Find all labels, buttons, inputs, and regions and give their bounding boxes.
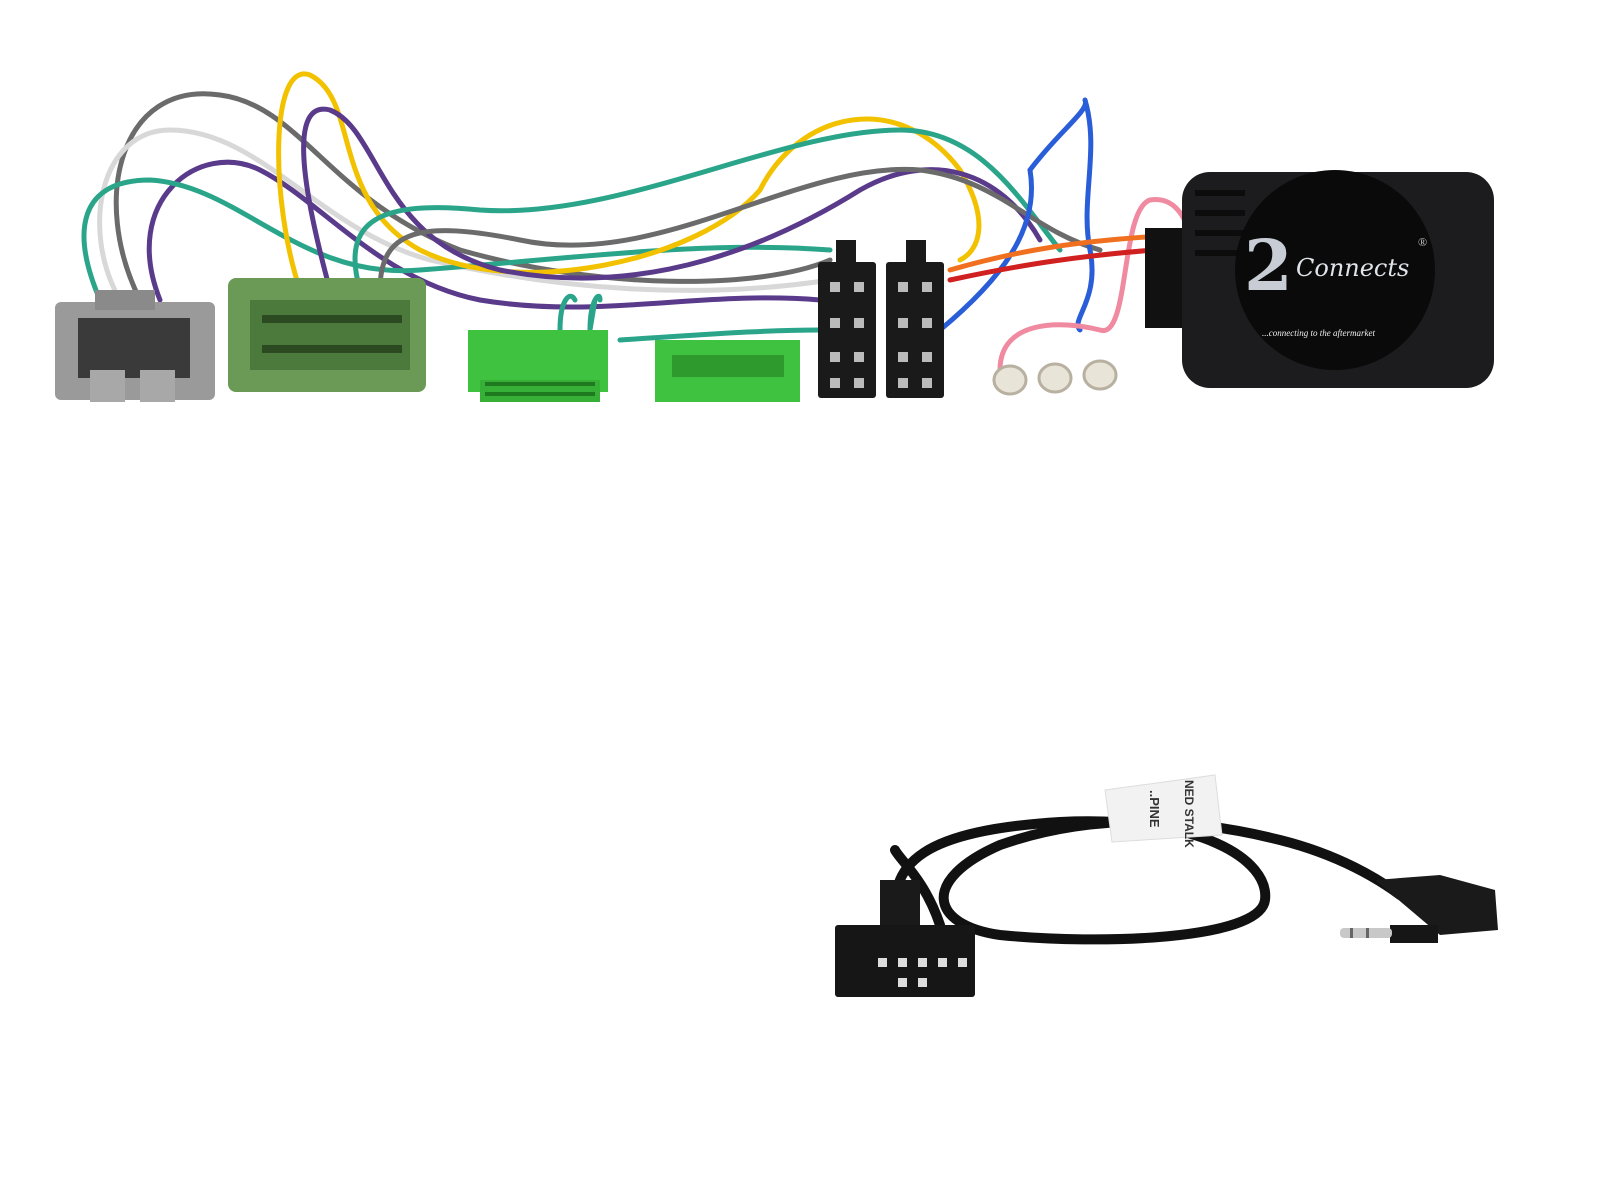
wire-green-3 — [557, 293, 603, 333]
logo-tagline: ...connecting to the aftermarket — [1262, 328, 1375, 338]
logo-digit: 2 — [1244, 224, 1293, 307]
wire-green-2 — [352, 127, 1063, 293]
cable-loop — [890, 816, 1405, 945]
cable-label-line1: ..PINE — [1147, 790, 1162, 828]
olive-connector — [228, 278, 426, 392]
cable-label-line2: NED STALK — [1182, 780, 1196, 848]
steering-cable — [890, 816, 1405, 945]
green-connector-large — [655, 340, 800, 402]
wire-red — [947, 245, 1183, 283]
wire-pink — [997, 197, 1193, 373]
ring-terminals — [992, 359, 1118, 396]
wire-orange — [947, 232, 1183, 273]
logo-word: Connects — [1296, 254, 1409, 282]
cable-label-tag — [1104, 774, 1223, 843]
interface-module — [1145, 170, 1494, 388]
wire-bundle — [81, 71, 1193, 373]
wire-green-4 — [617, 327, 823, 343]
green-connector-small — [468, 330, 608, 402]
cable-connector-12pin — [835, 880, 975, 997]
wire-grey — [113, 91, 833, 303]
registered-mark: ® — [1418, 235, 1427, 249]
wire-yellow — [276, 71, 982, 293]
grey-connector — [55, 290, 215, 402]
jack-plug — [1340, 875, 1498, 943]
wire-blue-white — [937, 97, 1095, 333]
wire-grey-2 — [377, 166, 1103, 293]
iso-connectors — [818, 240, 944, 398]
cable-lead — [890, 845, 945, 930]
wire-white — [97, 127, 833, 303]
